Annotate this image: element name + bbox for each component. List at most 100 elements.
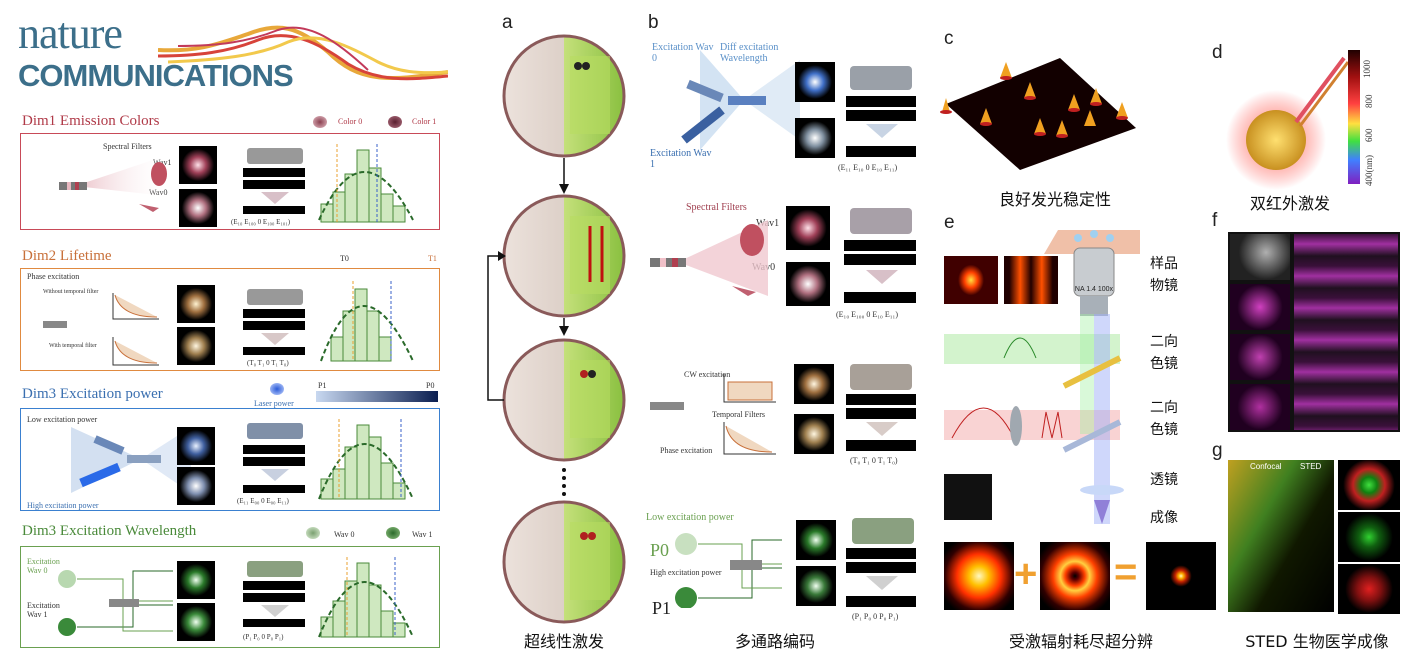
panel-a-letter: a	[502, 12, 513, 33]
panel-c-letter: c	[944, 28, 954, 49]
dim2-phase-label: Phase excitation	[27, 272, 80, 281]
panel-f-letter: f	[1212, 210, 1218, 231]
b2-bar-1	[844, 240, 916, 251]
dim1-code: (E₁₀ E₁₀₀ 0 E₁₀₀ E₁₀₁)	[231, 218, 291, 226]
logo-waves-icon	[158, 25, 448, 81]
b3-particle	[850, 364, 912, 390]
dim2-title: Dim2 Lifetime	[22, 248, 112, 264]
b2-code: (E₁₀ E₁₀₀ 0 E₁₀ E₁₁)	[836, 310, 898, 319]
b1-bar-3	[846, 146, 916, 157]
g-main-image	[1228, 460, 1334, 612]
dim3-legend-laser: Laser power	[254, 399, 294, 408]
panel-a-caption: 超线性激发	[523, 632, 604, 651]
dim1-arrow-icon	[261, 192, 289, 204]
b1-bar-1	[846, 96, 916, 107]
b1-exc0: Excitation Wav 0	[652, 42, 714, 64]
e-psf-2	[1004, 256, 1058, 304]
dim1-spectral-label: Spectral Filters	[103, 142, 152, 151]
b3-decay-icon	[650, 374, 776, 455]
b4-image-bottom	[796, 566, 836, 606]
b3-bar-2	[846, 408, 916, 419]
b2-filters: Spectral Filters	[686, 202, 747, 213]
e-objective-label: NA 1.4 100x	[1074, 286, 1114, 293]
e-sted-result	[1146, 542, 1216, 610]
sphere-3-icon	[502, 338, 626, 462]
panel-d-colorbar	[1348, 50, 1360, 184]
dim1-bar-1	[243, 168, 305, 177]
dim1-particle-strip	[247, 148, 303, 164]
b3-temporal: Temporal Filters	[712, 410, 765, 419]
b3-bar-1	[846, 394, 916, 405]
dim1-legend-color0-icon	[313, 116, 327, 128]
b3-arrow-icon	[866, 422, 898, 436]
b4-bar-2	[846, 562, 916, 573]
dim3w-bar-1	[243, 581, 305, 590]
dim3-legend-p1: P1	[318, 381, 327, 390]
panel-d-scale-top: 1000	[1362, 60, 1372, 78]
e-sted-depletion	[1040, 542, 1110, 610]
g-sted-label: STED	[1300, 462, 1322, 471]
b4-particle	[852, 518, 914, 544]
dim3-image-top	[177, 427, 215, 465]
dim3w-paths-icon	[58, 570, 173, 636]
dim1-legend-color1-icon	[388, 116, 402, 128]
dim2-arrow-icon	[261, 333, 289, 345]
panel-g-caption: STED 生物医学成像	[1245, 632, 1389, 651]
dim1-legend-color1: Color 1	[412, 117, 437, 126]
b4-bar-3	[846, 596, 916, 607]
panel-g-letter: g	[1212, 440, 1223, 461]
dim3w-image-top	[177, 561, 215, 599]
dim3-wavelength-title: Dim3 Excitation Wavelength	[22, 523, 197, 539]
dim2-legend-t1: T1	[428, 254, 437, 263]
panel-a-spheres	[487, 34, 626, 624]
b1-image-top	[795, 62, 835, 102]
f-cell-3	[1230, 384, 1290, 430]
b1-beam-icon	[681, 50, 800, 150]
dim2-bar-1	[243, 309, 305, 318]
dim2-image-top	[177, 285, 215, 323]
dim3-bar-1	[243, 445, 305, 454]
e-label-0: 样品	[1150, 256, 1178, 272]
g-inset-3	[1338, 564, 1400, 614]
b2-image-bottom	[786, 262, 830, 306]
sphere-4-icon	[502, 500, 626, 624]
e-label-6: 透镜	[1150, 472, 1178, 488]
panel-f-grid	[1228, 232, 1400, 432]
dim3-particle-strip	[247, 423, 303, 439]
b1-bar-2	[846, 110, 916, 121]
f-cell-0	[1230, 234, 1290, 280]
b4-low: Low excitation power	[646, 512, 734, 523]
sphere-2-icon	[502, 194, 626, 318]
dim3-high-label: High excitation power	[27, 501, 99, 510]
panel-c-surface-plot	[940, 58, 1136, 170]
panel-e-optics-diagram	[944, 230, 1140, 524]
dim3-power-gradient	[316, 391, 438, 402]
b4-arrow-icon	[866, 576, 898, 590]
dim1-histogram-icon	[318, 144, 414, 223]
dim3-bar-3	[243, 485, 305, 493]
e-detector-image	[944, 474, 992, 520]
dim2-histogram-icon	[320, 281, 414, 362]
dim3w-bar-2	[243, 593, 305, 602]
dim3w-particle-strip	[247, 561, 303, 577]
dim3w-image-bottom	[177, 603, 215, 641]
dim2-legend-t0: T0	[340, 254, 349, 263]
dim3w-arrow-icon	[261, 605, 289, 617]
g-inset-2	[1338, 512, 1400, 562]
logo-communications: COMMUNICATIONS	[18, 58, 294, 93]
dim3w-legend-wav1-icon	[386, 527, 400, 539]
f-cell-1	[1230, 284, 1290, 330]
b4-high: High excitation power	[650, 568, 722, 577]
dim1-bar-2	[243, 180, 305, 189]
e-sted-excitation	[944, 542, 1014, 610]
dim1-beam-icon	[59, 156, 167, 212]
panel-c-caption: 良好发光稳定性	[998, 190, 1111, 209]
b2-bar-3	[844, 292, 916, 303]
b4-p1: P1	[652, 598, 672, 618]
g-inset-1	[1338, 460, 1400, 510]
b4-code: (P₁ P₀ 0 P₀ P₁)	[852, 612, 899, 621]
dim2-decay-icon	[43, 293, 159, 366]
b3-image-bottom	[794, 414, 834, 454]
dim3-laser-dot-icon	[270, 383, 284, 395]
